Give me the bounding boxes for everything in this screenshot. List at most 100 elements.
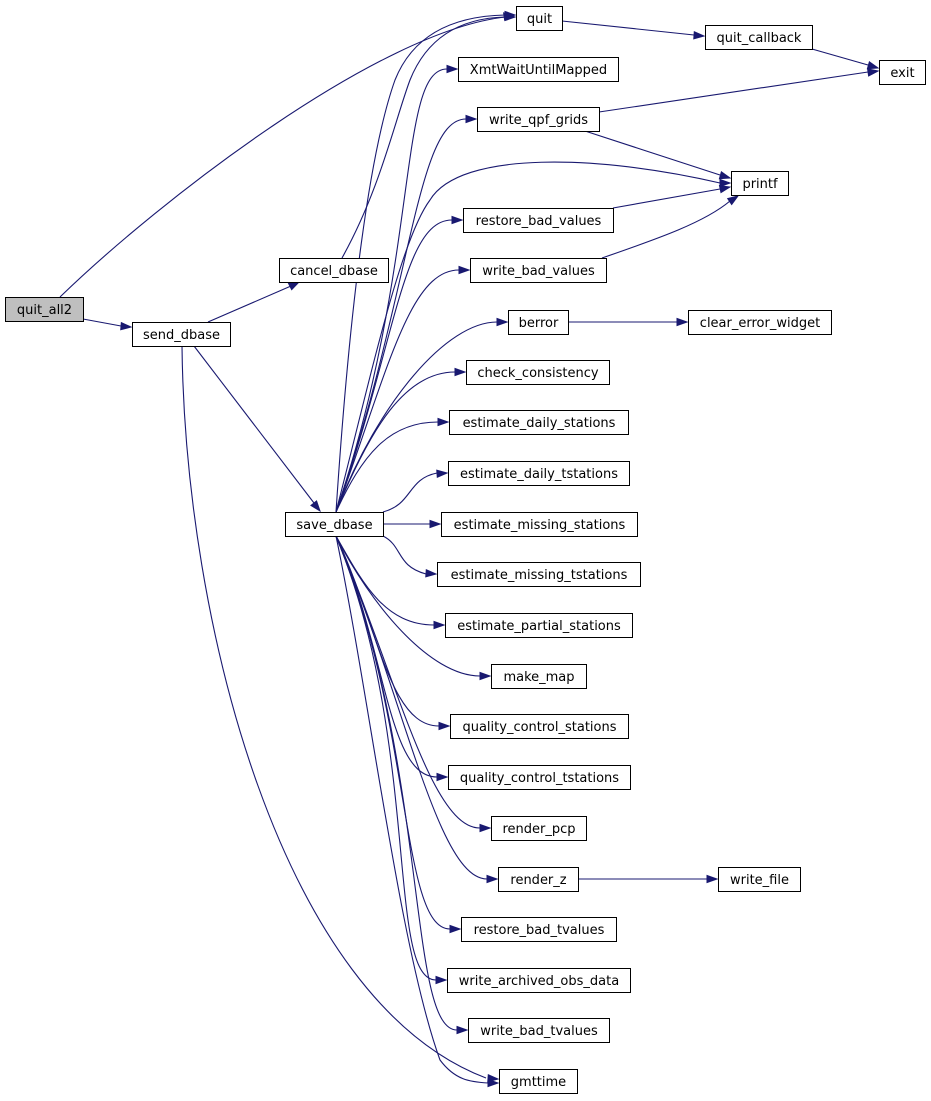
node-estimate_partial_stations[interactable]: estimate_partial_stations bbox=[445, 613, 633, 638]
nodes-layer: quit_all2 send_dbase cancel_dbase save_dbas… bbox=[5, 6, 926, 1094]
edge-line bbox=[335, 219, 453, 513]
node-printf[interactable]: printf bbox=[731, 171, 789, 196]
arrowhead bbox=[454, 367, 467, 377]
node-XmtWaitUntilMapped[interactable]: XmtWaitUntilMapped bbox=[458, 57, 619, 82]
node-label: write_qpf_grids bbox=[489, 113, 588, 128]
arrowhead bbox=[435, 975, 448, 985]
node-estimate_daily_stations[interactable]: estimate_daily_stations bbox=[449, 410, 629, 435]
node-gmttime[interactable]: gmttime bbox=[499, 1069, 578, 1094]
node-render_z[interactable]: render_z bbox=[498, 867, 579, 892]
node-label: XmtWaitUntilMapped bbox=[470, 63, 607, 78]
arrowhead bbox=[458, 265, 471, 275]
node-box bbox=[449, 410, 629, 435]
node-box bbox=[463, 208, 614, 233]
node-exit[interactable]: exit bbox=[879, 60, 926, 85]
node-label: berror bbox=[519, 316, 559, 331]
node-label: write_bad_values bbox=[482, 264, 595, 279]
edge-quit_all2-to-send_dbase bbox=[82, 318, 133, 331]
edge-render_z-to-write_file bbox=[578, 874, 719, 884]
node-save_dbase[interactable]: save_dbase bbox=[285, 512, 384, 537]
arrowhead bbox=[451, 215, 464, 225]
node-estimate_missing_stations[interactable]: estimate_missing_stations bbox=[441, 512, 638, 537]
edge-line bbox=[612, 188, 721, 209]
node-restore_bad_tvalues[interactable]: restore_bad_tvalues bbox=[461, 917, 617, 942]
node-write_archived_obs_data[interactable]: write_archived_obs_data bbox=[447, 968, 631, 993]
node-label: estimate_missing_stations bbox=[454, 518, 626, 533]
edge-save_dbase-to-estimate_missing_stations bbox=[383, 519, 442, 529]
arrowhead bbox=[438, 721, 451, 731]
node-box bbox=[450, 714, 629, 739]
node-label: estimate_daily_stations bbox=[463, 416, 616, 431]
node-render_pcp[interactable]: render_pcp bbox=[491, 816, 587, 841]
arrowhead bbox=[866, 68, 880, 77]
node-box bbox=[466, 360, 610, 385]
node-box bbox=[445, 613, 633, 638]
arrowhead bbox=[486, 874, 499, 884]
node-label: write_archived_obs_data bbox=[459, 974, 619, 989]
edge-line bbox=[335, 68, 448, 513]
node-label: estimate_missing_tstations bbox=[451, 568, 628, 583]
edge-line bbox=[811, 48, 869, 66]
node-quit_callback[interactable]: quit_callback bbox=[705, 25, 813, 50]
node-label: quit_all2 bbox=[17, 303, 72, 318]
node-send_dbase[interactable]: send_dbase bbox=[132, 322, 231, 347]
node-quit[interactable]: quit bbox=[516, 6, 563, 31]
node-label: estimate_daily_tstations bbox=[460, 467, 618, 482]
node-label: render_pcp bbox=[502, 822, 575, 837]
node-restore_bad_values[interactable]: restore_bad_values bbox=[463, 208, 614, 233]
node-box bbox=[499, 1069, 578, 1094]
edge-line bbox=[335, 161, 721, 513]
node-estimate_missing_tstations[interactable]: estimate_missing_tstations bbox=[437, 562, 641, 587]
arrowhead bbox=[504, 10, 517, 20]
edge-write_qpf_grids-to-printf bbox=[584, 130, 732, 180]
arrowhead bbox=[120, 321, 133, 331]
edge-line bbox=[335, 421, 439, 513]
edge-line bbox=[335, 535, 488, 880]
node-clear_error_widget[interactable]: clear_error_widget bbox=[688, 310, 832, 335]
arrowhead bbox=[429, 519, 442, 529]
arrowhead bbox=[706, 874, 719, 884]
arrowhead bbox=[718, 170, 732, 180]
node-write_bad_tvalues[interactable]: write_bad_tvalues bbox=[468, 1018, 610, 1043]
arrowhead bbox=[449, 924, 462, 934]
edge-save_dbase-to-make_map bbox=[335, 535, 492, 681]
node-estimate_daily_tstations[interactable]: estimate_daily_tstations bbox=[448, 461, 630, 486]
node-quality_control_stations[interactable]: quality_control_stations bbox=[450, 714, 629, 739]
node-box bbox=[688, 310, 832, 335]
arrowhead bbox=[719, 178, 732, 188]
edge-send_dbase-to-cancel_dbase bbox=[207, 281, 301, 323]
node-label: quit bbox=[527, 12, 552, 27]
edge-line bbox=[561, 20, 695, 36]
node-cancel_dbase[interactable]: cancel_dbase bbox=[279, 258, 389, 283]
node-label: write_bad_tvalues bbox=[480, 1024, 598, 1039]
arrowhead bbox=[425, 568, 438, 578]
edge-line bbox=[341, 16, 506, 259]
node-box bbox=[285, 512, 384, 537]
node-box bbox=[468, 1018, 610, 1043]
node-label: check_consistency bbox=[477, 366, 599, 381]
node-label: restore_bad_values bbox=[476, 214, 602, 229]
node-label: write_file bbox=[730, 873, 789, 888]
node-box bbox=[448, 461, 630, 486]
arrowhead bbox=[496, 317, 509, 327]
node-box bbox=[705, 25, 813, 50]
node-label: printf bbox=[742, 177, 778, 192]
node-box bbox=[437, 562, 641, 587]
edge-line bbox=[335, 535, 437, 981]
node-label: gmttime bbox=[511, 1075, 566, 1090]
node-berror[interactable]: berror bbox=[508, 310, 569, 335]
node-quit_all2[interactable]: quit_all2 bbox=[5, 297, 84, 322]
edge-line bbox=[207, 285, 292, 323]
node-write_file[interactable]: write_file bbox=[718, 867, 801, 892]
edge-save_dbase-to-estimate_missing_tstations bbox=[382, 535, 438, 578]
node-check_consistency[interactable]: check_consistency bbox=[466, 360, 610, 385]
node-write_bad_values[interactable]: write_bad_values bbox=[470, 258, 607, 283]
node-box bbox=[461, 917, 617, 942]
node-make_map[interactable]: make_map bbox=[491, 664, 587, 689]
edges-layer bbox=[59, 10, 880, 1088]
node-write_qpf_grids[interactable]: write_qpf_grids bbox=[477, 107, 600, 132]
edge-send_dbase-to-save_dbase bbox=[193, 345, 321, 513]
node-quality_control_tstations[interactable]: quality_control_tstations bbox=[448, 765, 631, 790]
edge-line bbox=[598, 71, 869, 113]
